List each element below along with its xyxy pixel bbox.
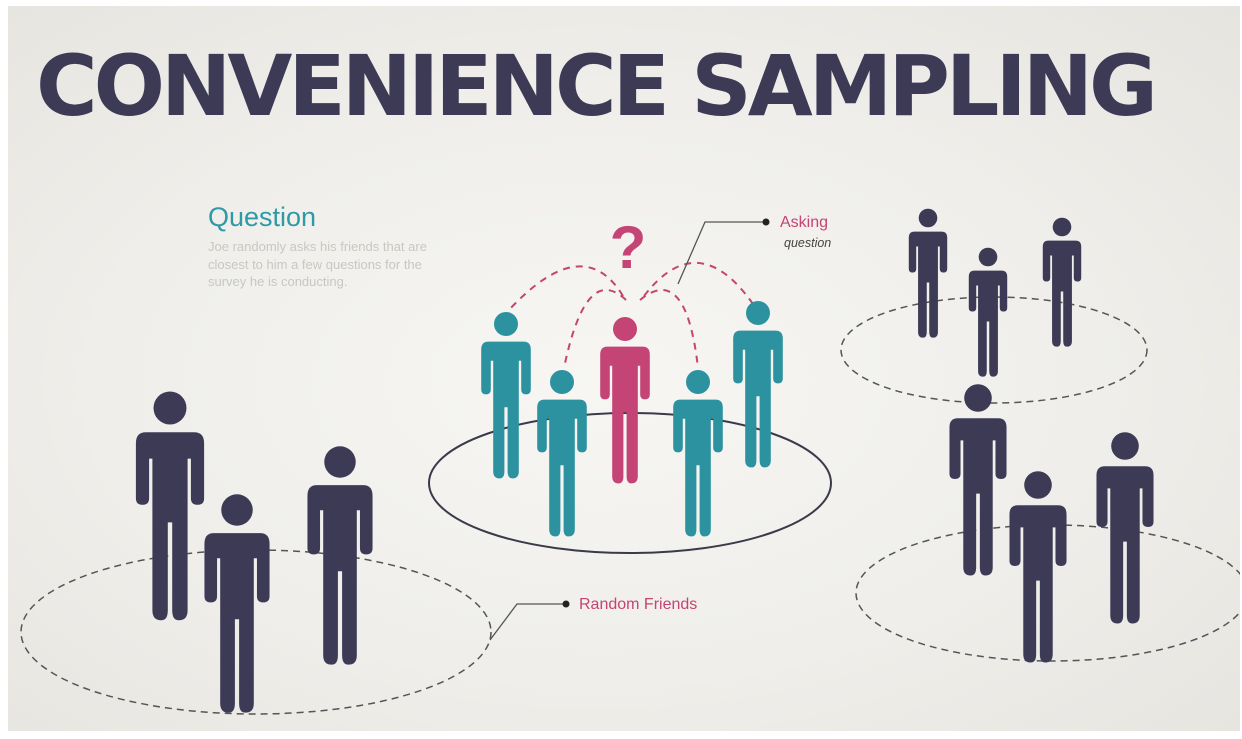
dashed-arc [639,289,699,369]
page-title: CONVENIENCE SAMPLING [36,37,1158,135]
question-description: Joe randomly asks his friends that are c… [208,239,427,289]
person-icon [908,208,948,338]
dashed-arc [563,289,627,369]
person-icon-asker [600,317,650,484]
person-icon [1042,217,1082,347]
callout-dot-asking [762,218,770,226]
person-icon [949,384,1007,576]
infographic-canvas: CONVENIENCE SAMPLING Question Joe random… [8,6,1240,731]
question-heading: Question [208,202,317,232]
dashed-arc [507,265,624,312]
person-icon [135,391,205,621]
person-icon [1009,471,1067,663]
callout-line-asking [677,221,766,285]
person-icon [307,446,373,665]
person-icon [673,370,723,537]
random-friends-label: Random Friends [579,596,698,613]
dashed-ellipse-left [20,549,492,715]
person-icon [204,494,270,713]
callout-dot-friends [562,600,570,608]
asking-label: Asking [780,214,829,231]
callout-line-friends [489,603,566,641]
dashed-ellipse-right-top [840,296,1148,404]
dashed-ellipse-right-bottom [855,524,1240,662]
diagram-graphics: ? [20,208,1240,715]
person-icon [733,301,783,468]
dashed-arc [643,261,754,305]
person-icon [537,370,587,537]
asking-sublabel: question [784,236,832,250]
question-mark-icon: ? [610,214,647,281]
person-icon [968,247,1008,377]
person-icon [481,312,531,479]
